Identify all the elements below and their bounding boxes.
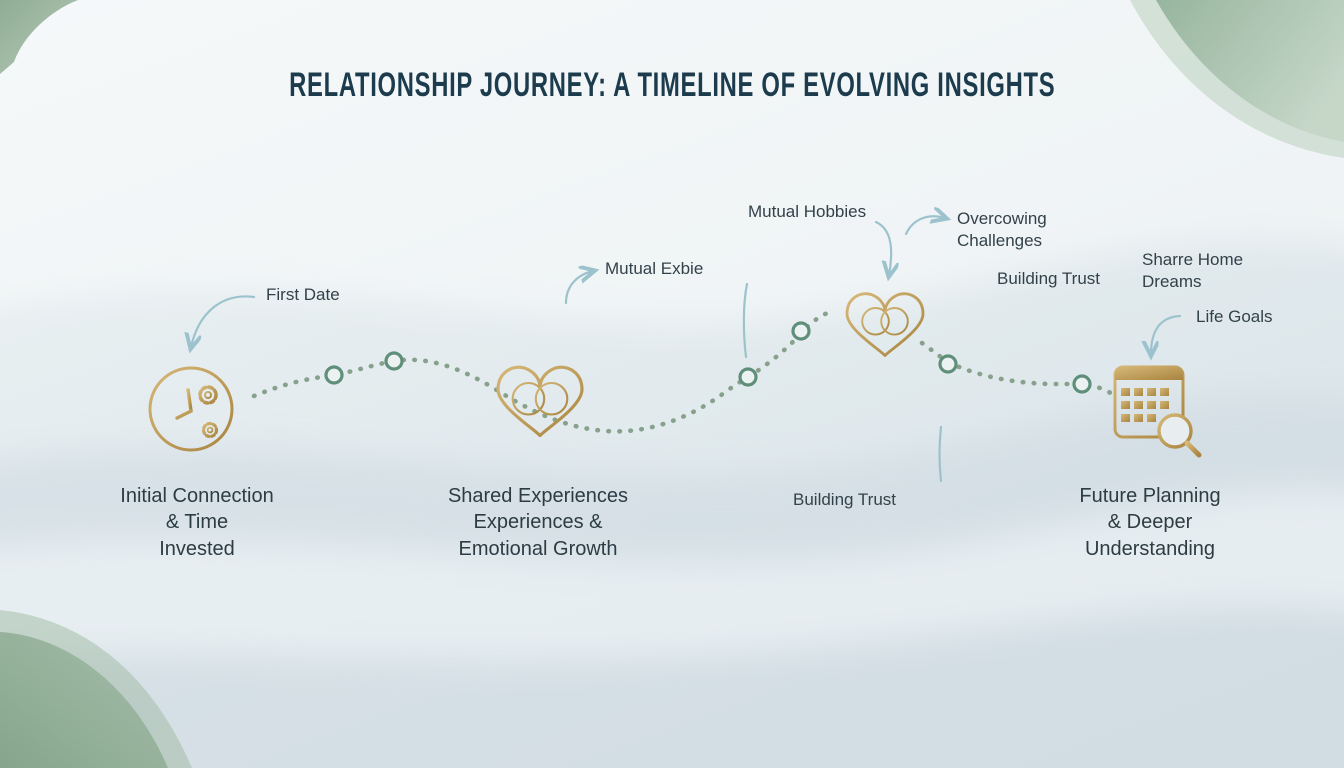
- timeline-node: [938, 354, 958, 374]
- annotation-first-date: First Date: [266, 285, 340, 304]
- annotation-share-home-dreams: Sharre Home Dreams: [1142, 250, 1244, 292]
- corner-blob-top-left: [0, 0, 78, 74]
- heart-overlap-icon: [496, 365, 584, 438]
- annotation-mutual-hobbies: Mutual Hobbies: [748, 202, 867, 221]
- annotation-building-trust-upper: Building Trust: [997, 269, 1100, 288]
- calendar-grid: [1121, 388, 1169, 422]
- timeline-node: [738, 367, 758, 387]
- corner-blob-top-right: [1156, 0, 1344, 142]
- life-goals-arrow: [1151, 314, 1182, 354]
- timeline-node: [1072, 374, 1092, 394]
- gear-icon: [198, 385, 218, 405]
- gear-icon: [201, 421, 219, 439]
- calendar-search-icon: [1113, 359, 1202, 458]
- mutual-hobbies-arrow: [874, 220, 891, 275]
- mutual-exbie-connector-line: [742, 282, 749, 359]
- overcoming-challenges-arrow: [904, 216, 945, 236]
- milestone-label-future-planning: Future Planning & Deeper Understanding: [1079, 485, 1221, 560]
- timeline-node: [324, 365, 344, 385]
- mutual-exbie-arrow: [564, 271, 593, 305]
- milestone-label-initial-connection: Initial Connection & Time Invested: [120, 485, 274, 560]
- annotation-building-trust-lower: Building Trust: [793, 490, 896, 509]
- timeline-node: [791, 321, 811, 341]
- annotation-mutual-exbie: Mutual Exbie: [605, 259, 704, 278]
- magnifier-icon: [1157, 413, 1202, 458]
- corner-blob-bottom-left: [0, 632, 168, 768]
- heart-icon: [845, 292, 925, 357]
- annotation-life-goals: Life Goals: [1196, 307, 1273, 326]
- clock-gears-icon: [148, 366, 234, 452]
- calendar-header: [1115, 367, 1183, 380]
- first-date-arrow: [191, 295, 256, 347]
- timeline-node: [384, 351, 404, 371]
- annotation-overcoming-challenges: Overcowing Challenges: [957, 209, 1047, 251]
- building-trust-connector-line: [938, 425, 943, 483]
- milestone-label-shared-experiences: Shared Experiences Experiences & Emotion…: [447, 485, 629, 560]
